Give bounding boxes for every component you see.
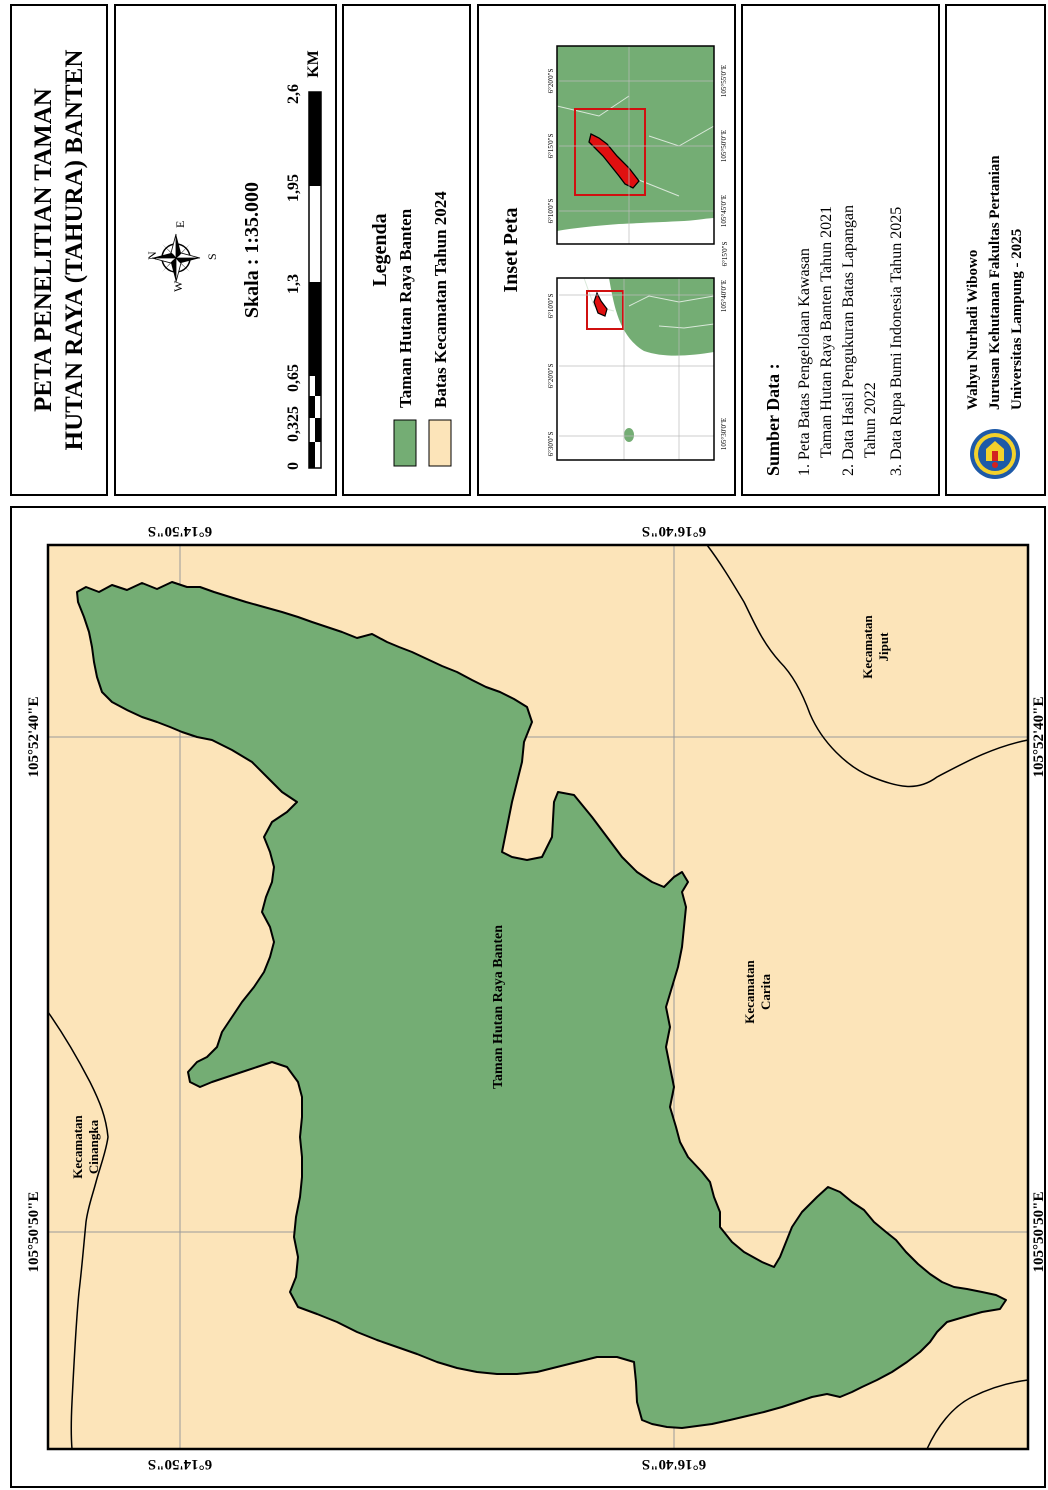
legend-title: Legenda (369, 213, 391, 286)
legend-swatch-tahura (393, 419, 417, 467)
legend-label-tahura: Taman Hutan Raya Banten (396, 208, 415, 408)
compass-n: N (145, 251, 159, 260)
source-item-1: 1. Peta Batas Pengelolaan Kawasan (796, 248, 813, 476)
source-item-2b: Tahun 2022 (862, 382, 879, 458)
label-carita-2: Carita (758, 973, 773, 1010)
label-tahura: Taman Hutan Raya Banten (491, 925, 506, 1089)
inset-map-right: 6°10'0"S 6°15'0"S 6°20'0"S 105°45'0"E 10… (547, 45, 729, 266)
inset-left-y2: 6°30'0"S (547, 431, 555, 456)
author-univ: Universitas Lampung - 2025 (1009, 229, 1025, 410)
label-jiput-2: Jiput (876, 632, 891, 662)
label-jiput-1: Kecamatan (860, 614, 875, 678)
scale-svg: N S E W Skala : 1:35.000 0 0,325 0,65 1,… (145, 50, 322, 470)
sources-title: Sumber Data : (763, 363, 783, 476)
source-item-1b: Taman Hutan Raya Banten Tahun 2021 (818, 206, 835, 458)
inset-right-x1: 105°50'0"E (720, 130, 728, 162)
label-cinangka-2: Cinangka (86, 1119, 101, 1174)
sources-svg: Sumber Data : 1. Peta Batas Pengelolaan … (763, 205, 905, 476)
lat-label-top-left: 6°14'50"S (148, 523, 212, 539)
tahura-forest-area (76, 581, 1007, 1429)
inset-left-y0: 6°10'0"S (547, 293, 555, 318)
compass-s: S (205, 253, 219, 260)
lon-label-left-bottom: 105°50'50"E (26, 1192, 42, 1273)
district-boundary-south (926, 1379, 1029, 1450)
main-map-svg: 6°14'50"S 6°16'40"S 6°14'50"S 6°16'40"S … (26, 523, 1044, 1472)
lat-label-top-right: 6°16'40"S (642, 523, 706, 539)
inset-right-x2: 105°55'0"E (720, 65, 728, 97)
inset-left-x0: 105°30'0"E (720, 418, 728, 450)
source-item-2: 2. Data Hasil Pengukuran Batas Lapangan (840, 205, 857, 476)
label-carita-1: Kecamatan (742, 959, 757, 1023)
author-panel: Wahyu Nurhadi Wibowo Jurusan Kehutanan F… (945, 4, 1046, 496)
legend-svg: Legenda Taman Hutan Raya Banten Batas Ke… (369, 191, 452, 467)
title-panel: PETA PENELITIAN TAMAN HUTAN RAYA (TAHURA… (10, 4, 108, 496)
lat-label-bottom-left: 6°14'50"S (148, 1456, 212, 1472)
map-title-line2: HUTAN RAYA (TAHURA) BANTEN (61, 49, 88, 451)
legend-panel: Legenda Taman Hutan Raya Banten Batas Ke… (342, 4, 471, 496)
scale-tick-2: 0,65 (285, 364, 302, 392)
inset-left-x1: 105°40'0"E (720, 280, 728, 312)
lat-label-bottom-right: 6°16'40"S (642, 1456, 706, 1472)
district-boundary-cinangka (47, 1011, 109, 1450)
inset-svg: Inset Peta 6°10'0"S 6°20'0"S 6°30'0"S 10… (500, 45, 729, 461)
inset-map-left: 6°10'0"S 6°20'0"S 6°30'0"S 105°30'0"E 10… (547, 277, 728, 461)
inset-panel: Inset Peta 6°10'0"S 6°20'0"S 6°30'0"S 10… (477, 4, 736, 496)
scale-text: Skala : 1:35.000 (241, 182, 263, 318)
scale-bar (308, 91, 322, 469)
lon-label-right-bottom: 105°50'50"E (1031, 1192, 1044, 1273)
compass-e: E (173, 221, 187, 228)
scale-tick-3: 1,3 (285, 274, 302, 294)
inset-right-y0: 6°10'0"S (547, 198, 555, 223)
scale-panel: N S E W Skala : 1:35.000 0 0,325 0,65 1,… (114, 4, 337, 496)
scale-tick-0: 0 (285, 462, 302, 470)
university-logo-icon (970, 429, 1020, 479)
inset-left-y1: 6°20'0"S (547, 363, 555, 388)
author-dept: Jurusan Kehutanan Fakultas Pertanian (987, 155, 1003, 410)
sources-panel: Sumber Data : 1. Peta Batas Pengelolaan … (741, 4, 940, 496)
inset-right-y1: 6°15'0"S (547, 133, 555, 158)
inset-right-x0: 105°45'0"E (720, 195, 728, 227)
district-boundary-jiput (706, 544, 1029, 788)
main-map-frame: 6°14'50"S 6°16'40"S 6°14'50"S 6°16'40"S … (10, 506, 1046, 1488)
compass-w: W (171, 280, 185, 292)
legend-label-kecamatan: Batas Kecamatan Tahun 2024 (431, 191, 450, 408)
scale-tick-4: 1,95 (285, 174, 302, 202)
compass-rose-icon (151, 233, 201, 283)
inset-title: Inset Peta (500, 208, 522, 293)
author-name: Wahyu Nurhadi Wibowo (965, 250, 981, 410)
inset-right-bottom: 6°15'0"S (721, 241, 729, 266)
inset-right-y2: 6°20'0"S (547, 68, 555, 93)
scale-unit: KM (305, 50, 322, 78)
scale-tick-5: 2,6 (285, 84, 302, 104)
author-svg: Wahyu Nurhadi Wibowo Jurusan Kehutanan F… (965, 155, 1025, 479)
label-cinangka-1: Kecamatan (70, 1114, 85, 1178)
lon-label-left-top: 105°52'40"E (26, 697, 42, 778)
map-title-line1: PETA PENELITIAN TAMAN (30, 88, 57, 412)
scale-tick-1: 0,325 (285, 406, 302, 442)
legend-swatch-kecamatan (428, 419, 452, 467)
source-item-3: 3. Data Rupa Bumi Indonesia Tahun 2025 (888, 207, 905, 476)
lon-label-right-top: 105°52'40"E (1031, 697, 1044, 778)
